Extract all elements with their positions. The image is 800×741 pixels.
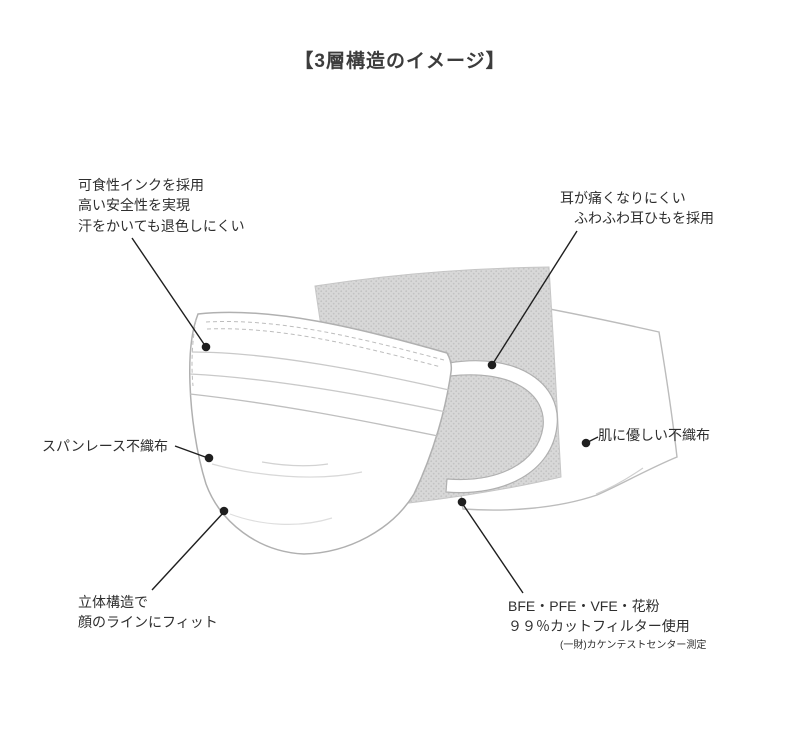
annotation-note: (一財)カケンテストセンター測定 [560,639,707,651]
annotation-filter-performance: BFE・PFE・VFE・花粉 ９９％カットフィルター使用 (一財)カケンテストセ… [508,596,706,653]
annotation-ear-strap: 耳が痛くなりにくい ふわふわ耳ひもを採用 [560,188,714,229]
leader-line-ink [131,237,207,348]
annotation-line: BFE・PFE・VFE・花粉 [508,598,660,614]
mask-front-layer [189,311,453,555]
annotation-line: 立体構造で [78,594,148,610]
annotation-line: 肌に優しい不織布 [598,427,710,443]
ear-loop [445,360,558,494]
callout-dot-spunlace [204,453,214,463]
page-title: 【3層構造のイメージ】 [294,51,506,72]
callout-dot-fit [219,506,229,516]
leader-line-spunlace [174,445,209,459]
leader-line-filter [461,502,524,594]
leader-line-fit [151,511,225,591]
annotation-line: スパンレース不織布 [42,438,168,454]
annotation-3d-fit: 立体構造で 顔のラインにフィット [78,592,218,633]
annotation-line: 耳が痛くなりにくい [560,190,686,206]
annotation-skin-friendly: 肌に優しい不織布 [598,425,710,445]
annotation-line: ふわふわ耳ひもを採用 [574,210,714,227]
leader-lines [131,230,599,594]
callout-dot-skin [581,438,591,448]
callout-dot-ear [487,360,497,370]
annotation-line: 汗をかいても退色しにくい [78,217,245,234]
callout-dots [201,342,591,516]
callout-dot-ink [201,342,211,352]
annotation-edible-ink: 可食性インクを採用 高い安全性を実現 汗をかいても退色しにくい [78,175,245,236]
annotation-spunlace: スパンレース不織布 [42,436,168,456]
annotation-line: ９９％カットフィルター使用 [508,618,690,635]
annotation-line: 可食性インクを採用 [78,177,204,193]
annotation-line: 高い安全性を実現 [78,197,190,214]
annotation-line: 顔のラインにフィット [78,614,218,631]
leader-line-ear [491,230,578,366]
callout-dot-filter [457,497,467,507]
